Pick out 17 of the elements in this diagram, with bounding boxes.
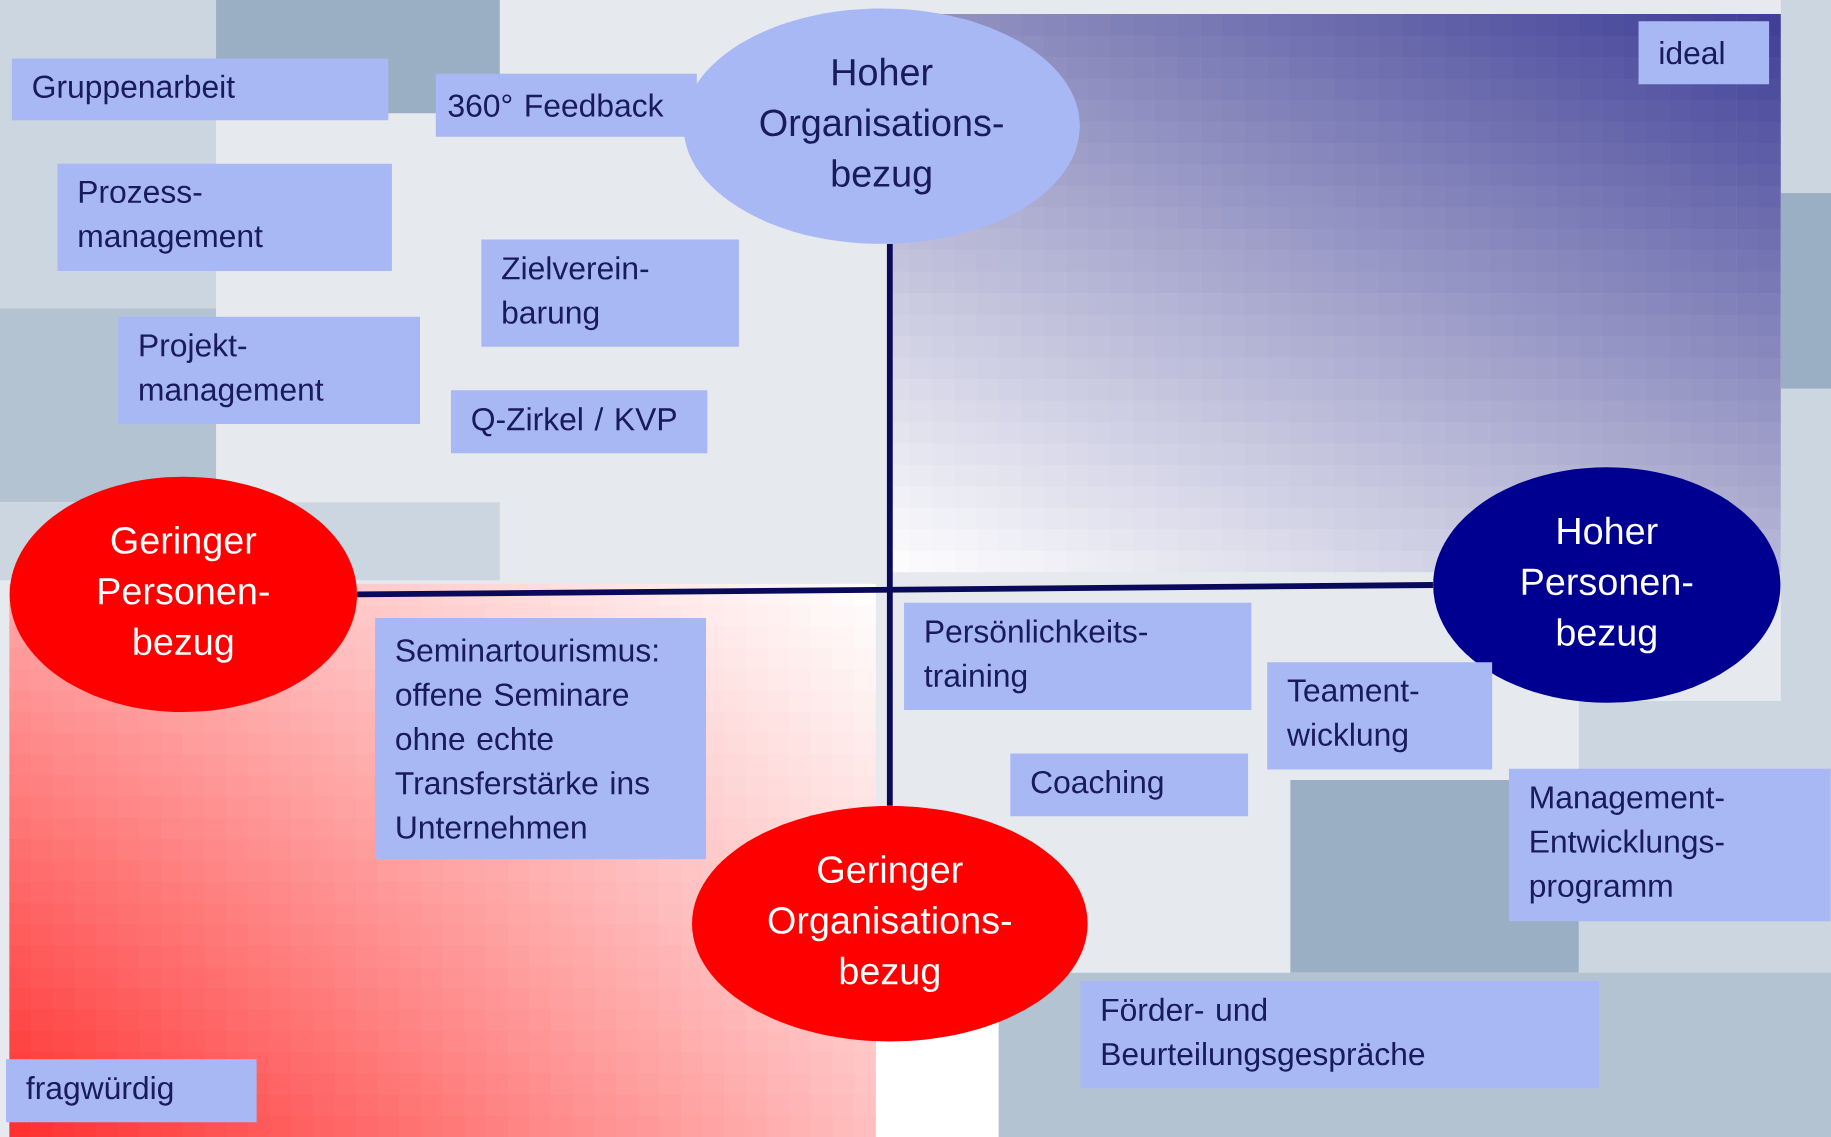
label-box: Q-Zirkel / KVP bbox=[450, 390, 708, 453]
label-box: Zielverein- barung bbox=[481, 239, 739, 347]
node-label: 360° Feedback bbox=[448, 93, 664, 117]
label-box: ideal bbox=[1638, 21, 1770, 84]
axis-line bbox=[357, 581, 1433, 598]
label-box: fragwürdig bbox=[6, 1059, 257, 1123]
label-box: Gruppenarbeit bbox=[11, 58, 389, 121]
axis-line bbox=[886, 243, 893, 806]
label-box: Prozess- management bbox=[57, 163, 392, 271]
label-box: Förder- und Beurteilungsgespräche bbox=[1080, 980, 1599, 1089]
label-box: Seminartourismus: offene Seminare ohne echte Transferstärke ins Unternehmen bbox=[375, 617, 707, 859]
label-box: Teament- wicklung bbox=[1267, 662, 1493, 770]
label-box: Persönlichkeits- training bbox=[904, 602, 1252, 710]
label-box: Coaching bbox=[1010, 753, 1249, 817]
label-box: Management- Entwicklungs- programm bbox=[1508, 768, 1831, 922]
label-box: Projekt- management bbox=[118, 316, 420, 424]
label-box: 360° Feedback bbox=[435, 73, 697, 137]
